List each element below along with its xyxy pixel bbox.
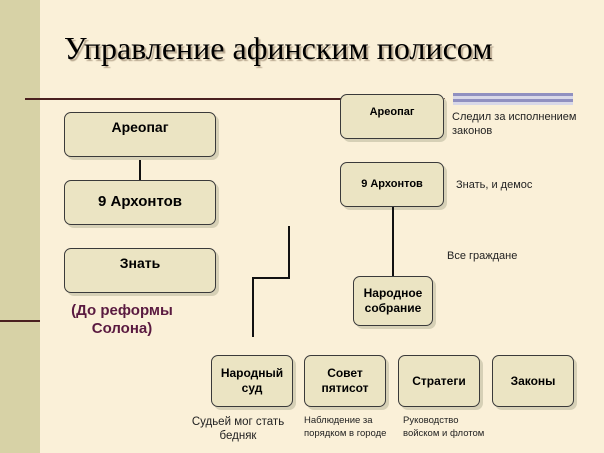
- court-label-line1: Народный: [220, 366, 284, 380]
- right-areopag-label: Ареопаг: [369, 106, 415, 118]
- right-archons-label: 9 Архонтов: [361, 177, 423, 190]
- side-divider: [0, 320, 40, 322]
- step-line-upper: [288, 226, 290, 278]
- court-label-line2: суд: [241, 381, 263, 395]
- left-nobility-label: Знать: [119, 255, 161, 271]
- council-label-line2: пятисот: [321, 381, 369, 395]
- left-nobility-box: Знать: [64, 248, 216, 293]
- assembly-label-line2: собрание: [364, 301, 422, 315]
- right-areopag-box: Ареопаг: [340, 94, 444, 139]
- court-box: Народный суд: [211, 355, 293, 407]
- strategists-box: Стратеги: [398, 355, 480, 407]
- areopag-note: Следил за исполнением законов: [452, 111, 576, 139]
- archons-note: Знать, и демос: [456, 179, 533, 191]
- areopag-note-line1: Следил за исполнением: [452, 111, 577, 123]
- council-label-line1: Совет: [327, 366, 363, 380]
- title-underline: [25, 98, 445, 100]
- court-note-line2: бедняк: [219, 430, 257, 443]
- assembly-label-line1: Народное: [363, 286, 423, 300]
- decorative-stripes: [453, 93, 573, 105]
- assembly-box: Народное собрание: [353, 276, 433, 326]
- citizens-note: Все граждане: [447, 250, 518, 262]
- step-line-lower: [252, 277, 254, 337]
- right-archons-box: 9 Архонтов: [340, 162, 444, 207]
- connector-line: [139, 157, 141, 181]
- strategists-note: Руководство войском и флотом: [403, 415, 484, 441]
- council-box: Совет пятисот: [304, 355, 386, 407]
- laws-label: Законы: [510, 373, 556, 388]
- left-archons-box: 9 Архонтов: [64, 180, 216, 225]
- areopag-note-line2: законов: [452, 124, 493, 137]
- strategists-note-line1: Руководство: [403, 415, 459, 426]
- court-note: Судьей мог стать бедняк: [188, 415, 288, 444]
- left-decorative-bar: [0, 0, 40, 453]
- council-note: Наблюдение за порядком в городе: [304, 415, 386, 441]
- left-archons-label: 9 Архонтов: [97, 193, 183, 211]
- reform-caption-line2: Солона): [91, 320, 153, 337]
- archons-assembly-connector: [392, 207, 394, 277]
- laws-box: Законы: [492, 355, 574, 407]
- reform-caption: (До реформы Солона): [58, 302, 186, 338]
- council-note-line2: порядком в городе: [304, 427, 387, 439]
- page-title: Управление афинским полисом: [64, 30, 493, 66]
- left-areopag-label: Ареопаг: [111, 119, 169, 135]
- strategists-note-line2: войском и флотом: [403, 427, 485, 439]
- left-areopag-box: Ареопаг: [64, 112, 216, 157]
- council-note-line1: Наблюдение за: [304, 415, 373, 426]
- reform-caption-line1: (До реформы: [71, 302, 173, 319]
- step-line-horizontal: [252, 277, 290, 279]
- strategists-label: Стратеги: [412, 373, 466, 388]
- areopag-tick: [392, 139, 414, 141]
- court-note-line1: Судьей мог стать: [191, 416, 285, 428]
